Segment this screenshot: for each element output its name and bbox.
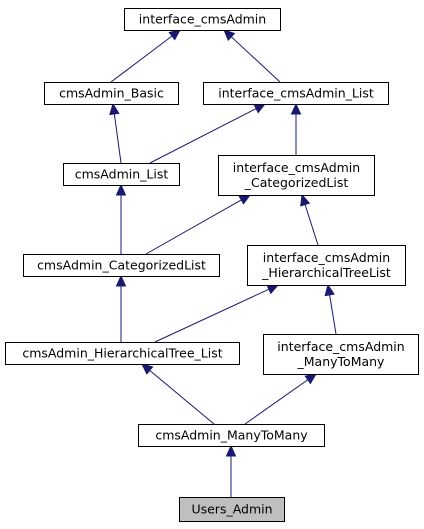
arrowhead-interface-cmsadmin-hierarchicaltreelist-to-interface-cmsadmin-categorizedlist bbox=[300, 193, 311, 207]
class-label-cmsadmin-manytomany: cmsAdmin_ManyToMany bbox=[155, 428, 308, 443]
arrowhead-cmsadmin-hierarchicaltree-list-to-cmsadmin-categorizedlist bbox=[115, 274, 127, 287]
inheritance-edges bbox=[109, 29, 337, 497]
class-node-interface-cmsadmin-list[interactable]: interface_cmsAdmin_List bbox=[203, 82, 389, 105]
edge-cmsadmin-basic-to-interface-cmsadmin bbox=[110, 35, 173, 83]
class-node-interface-cmsadmin[interactable]: interface_cmsAdmin bbox=[124, 8, 281, 31]
edge-cmsadmin-hierarchicaltree-list-to-interface-cmsadmin-hierarchicaltreelist bbox=[154, 288, 270, 343]
class-label-users-admin: Users_Admin bbox=[191, 502, 272, 517]
arrowhead-cmsadmin-hierarchicaltree-list-to-interface-cmsadmin-hierarchicaltreelist bbox=[266, 284, 280, 295]
class-label-interface-cmsadmin: interface_cmsAdmin bbox=[139, 12, 266, 27]
edge-interface-cmsadmin-list-to-interface-cmsadmin bbox=[230, 36, 281, 83]
class-node-interface-cmsadmin-categorizedlist[interactable]: interface_cmsAdmin_CategorizedList bbox=[218, 155, 375, 196]
class-label-cmsadmin-hierarchicaltree-list: cmsAdmin_HierarchicalTree_List bbox=[22, 346, 222, 361]
class-node-users-admin: Users_Admin bbox=[179, 497, 285, 522]
class-box-interface-cmsadmin-hierarchicaltreelist bbox=[247, 245, 406, 286]
class-node-interface-cmsadmin-hierarchicaltreelist[interactable]: interface_cmsAdmin_HierarchicalTreeList bbox=[247, 245, 406, 286]
arrowhead-cmsadmin-manytomany-to-interface-cmsadmin-manytomany bbox=[304, 373, 317, 385]
class-box-interface-cmsadmin-list bbox=[203, 82, 389, 105]
edge-interface-cmsadmin-manytomany-to-interface-cmsadmin-hierarchicaltreelist bbox=[329, 294, 337, 335]
class-node-interface-cmsadmin-manytomany[interactable]: interface_cmsAdmin_ManyToMany bbox=[263, 334, 419, 375]
class-label-interface-cmsadmin-hierarchicaltreelist-line-1: interface_cmsAdmin bbox=[263, 250, 390, 265]
class-node-cmsadmin-hierarchicaltree-list[interactable]: cmsAdmin_HierarchicalTree_List bbox=[5, 342, 240, 365]
class-label-interface-cmsadmin-manytomany-line-1: interface_cmsAdmin bbox=[277, 339, 404, 354]
class-box-interface-cmsadmin-categorizedlist bbox=[218, 155, 375, 196]
arrowhead-interface-cmsadmin-categorizedlist-to-interface-cmsadmin-list bbox=[290, 102, 302, 115]
arrowhead-cmsadmin-list-to-interface-cmsadmin-list bbox=[253, 103, 267, 114]
arrowhead-cmsadmin-basic-to-interface-cmsadmin bbox=[168, 29, 181, 41]
class-node-cmsadmin-list[interactable]: cmsAdmin_List bbox=[63, 163, 180, 186]
class-label-cmsadmin-basic: cmsAdmin_Basic bbox=[59, 86, 164, 101]
arrowhead-interface-cmsadmin-manytomany-to-interface-cmsadmin-hierarchicaltreelist bbox=[324, 283, 335, 297]
class-box-cmsadmin-list bbox=[63, 163, 180, 186]
arrowhead-interface-cmsadmin-list-to-interface-cmsadmin bbox=[223, 29, 236, 42]
class-label-cmsadmin-list: cmsAdmin_List bbox=[75, 167, 169, 182]
class-node-cmsadmin-manytomany[interactable]: cmsAdmin_ManyToMany bbox=[138, 424, 325, 447]
class-label-cmsadmin-categorizedlist: cmsAdmin_CategorizedList bbox=[37, 258, 206, 273]
edge-interface-cmsadmin-hierarchicaltreelist-to-interface-cmsadmin-categorizedlist bbox=[304, 204, 319, 246]
class-box-cmsadmin-basic bbox=[44, 82, 179, 105]
arrowhead-cmsadmin-categorizedlist-to-interface-cmsadmin-categorizedlist bbox=[238, 194, 252, 205]
class-box-users-admin bbox=[179, 497, 285, 522]
class-nodes: interface_cmsAdmin cmsAdmin_Basic interfac… bbox=[5, 8, 419, 522]
class-box-interface-cmsadmin bbox=[124, 8, 281, 31]
arrowhead-cmsadmin-manytomany-to-cmsadmin-hierarchicaltree-list bbox=[141, 363, 154, 375]
class-box-cmsadmin-manytomany bbox=[138, 424, 325, 447]
class-label-interface-cmsadmin-categorizedlist-line-1: interface_cmsAdmin bbox=[233, 160, 360, 175]
arrowhead-cmsadmin-list-to-cmsadmin-basic bbox=[109, 102, 120, 116]
class-box-interface-cmsadmin-manytomany bbox=[263, 334, 419, 375]
arrowhead-users-admin-to-cmsadmin-manytomany bbox=[225, 444, 237, 457]
class-node-cmsadmin-basic[interactable]: cmsAdmin_Basic bbox=[44, 82, 179, 105]
class-label-interface-cmsadmin-list: interface_cmsAdmin_List bbox=[218, 86, 374, 101]
edge-cmsadmin-list-to-interface-cmsadmin-list bbox=[149, 108, 257, 164]
class-label-interface-cmsadmin-manytomany-line-2: _ManyToMany bbox=[297, 354, 386, 369]
edge-cmsadmin-list-to-cmsadmin-basic bbox=[113, 113, 122, 164]
edge-cmsadmin-manytomany-to-interface-cmsadmin-manytomany bbox=[244, 379, 309, 425]
arrowhead-cmsadmin-categorizedlist-to-cmsadmin-list bbox=[115, 183, 127, 196]
edge-cmsadmin-categorizedlist-to-interface-cmsadmin-categorizedlist bbox=[145, 199, 242, 255]
class-box-cmsadmin-categorizedlist bbox=[23, 254, 220, 277]
edge-cmsadmin-manytomany-to-cmsadmin-hierarchicaltree-list bbox=[149, 370, 215, 425]
class-label-interface-cmsadmin-categorizedlist-line-2: _CategorizedList bbox=[244, 175, 349, 190]
class-box-cmsadmin-hierarchicaltree-list bbox=[5, 342, 240, 365]
class-node-cmsadmin-categorizedlist[interactable]: cmsAdmin_CategorizedList bbox=[23, 254, 220, 277]
class-label-interface-cmsadmin-hierarchicaltreelist-line-2: _HierarchicalTreeList bbox=[261, 265, 391, 280]
